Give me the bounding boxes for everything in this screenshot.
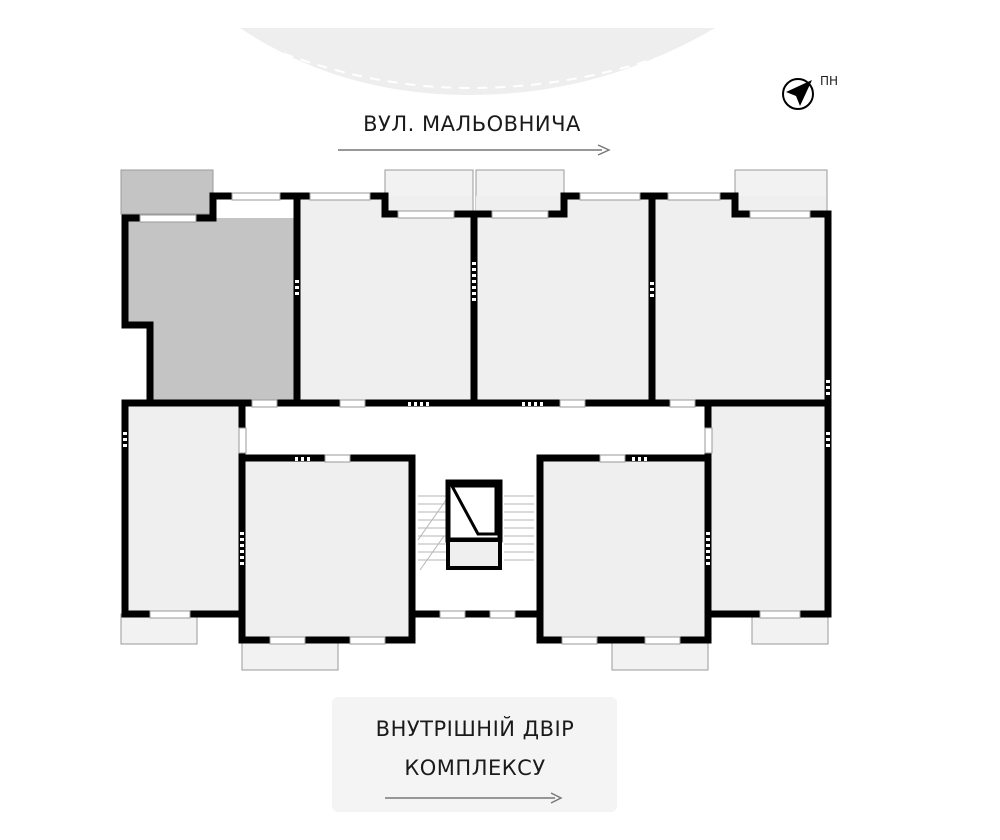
courtyard-panel (332, 697, 617, 812)
courtyard-label-line2: КОМПЛЕКСУ (404, 756, 545, 780)
room-fills (125, 196, 828, 638)
courtyard-direction-arrow (385, 792, 563, 804)
courtyard-label-line1: ВНУТРІШНІЙ ДВІР (376, 716, 575, 741)
north-arrow-icon (782, 78, 814, 110)
radiator-marks (123, 262, 830, 565)
road-markings (249, 39, 706, 90)
street-label: ВУЛ. МАЛЬОВНИЧА (363, 112, 581, 136)
elevator-car (446, 538, 502, 570)
street-direction-arrow (338, 144, 611, 156)
balconies-bottom (120, 613, 829, 671)
highlighted-apartment (125, 218, 295, 403)
openings (139, 192, 811, 645)
staircase (417, 479, 534, 571)
north-label: ПН (820, 74, 838, 88)
road-curve (240, 28, 715, 95)
